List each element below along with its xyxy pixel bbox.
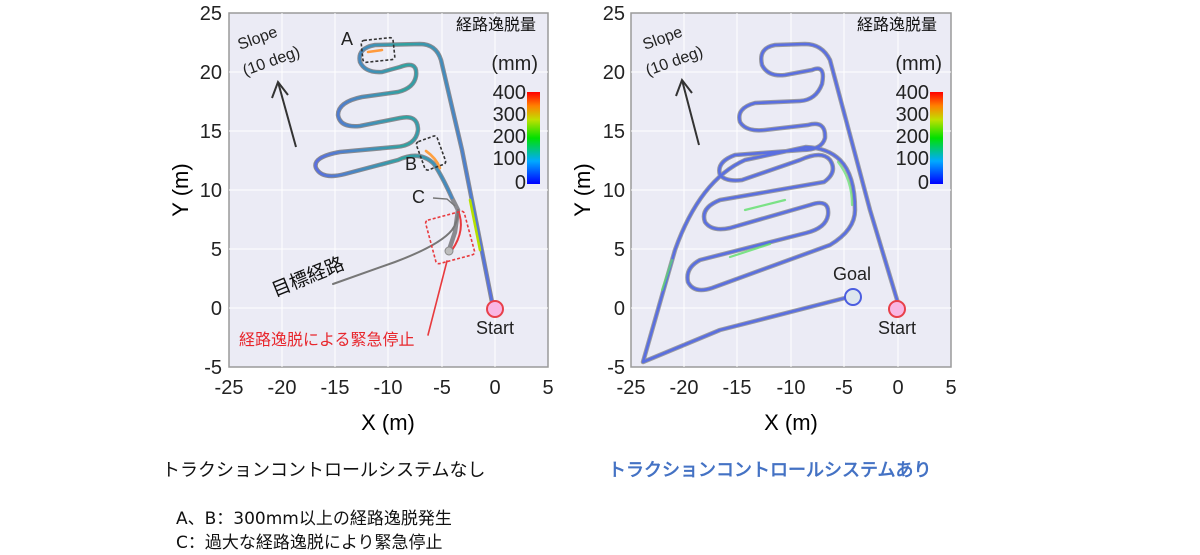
left-chart: 25 20 15 10 5 0 -5 -25 -20 -15 -10 -5 0 … [168, 3, 554, 435]
left-y-ticks: 25 20 15 10 5 0 -5 [200, 3, 222, 379]
figure: 25 20 15 10 5 0 -5 -25 -20 -15 -10 -5 0 … [168, 3, 957, 435]
svg-text:0: 0 [892, 377, 903, 399]
svg-text:0: 0 [489, 377, 500, 399]
svg-text:(mm): (mm) [895, 53, 942, 75]
slope-arrow-icon [271, 79, 297, 148]
svg-text:400: 400 [493, 82, 526, 104]
svg-text:5: 5 [614, 239, 625, 261]
slope-arrow-icon [675, 77, 700, 146]
svg-text:15: 15 [603, 121, 625, 143]
svg-text:-5: -5 [433, 377, 451, 399]
svg-text:25: 25 [200, 3, 222, 25]
start-label: Start [878, 318, 916, 338]
svg-text:-10: -10 [777, 377, 806, 399]
caption-with-tcs: トラクションコントロールシステムあり [608, 460, 932, 481]
note-c: C：過大な経路逸脱により緊急停止 [176, 533, 443, 553]
region-label-a: A [341, 29, 353, 49]
svg-text:-5: -5 [204, 357, 222, 379]
svg-text:100: 100 [493, 148, 526, 170]
notes: A、B：300mm以上の経路逸脱発生 C：過大な経路逸脱により緊急停止 [176, 507, 452, 555]
svg-text:25: 25 [603, 3, 625, 25]
svg-text:-25: -25 [215, 377, 244, 399]
svg-text:-25: -25 [617, 377, 646, 399]
region-label-c: C [412, 187, 425, 207]
svg-text:0: 0 [211, 298, 222, 320]
svg-text:-5: -5 [835, 377, 853, 399]
svg-text:-15: -15 [723, 377, 752, 399]
right-chart: 25 20 15 10 5 0 -5 -25 -20 -15 -10 -5 0 … [570, 3, 957, 435]
svg-text:-5: -5 [607, 357, 625, 379]
svg-text:経路逸脱量: 経路逸脱量 [857, 16, 937, 34]
start-marker [888, 300, 906, 318]
svg-text:0: 0 [515, 172, 526, 194]
left-trajectory [313, 41, 496, 336]
svg-text:-15: -15 [321, 377, 350, 399]
svg-text:5: 5 [945, 377, 956, 399]
svg-text:20: 20 [603, 62, 625, 84]
start-marker [486, 300, 504, 318]
svg-text:15: 15 [200, 121, 222, 143]
svg-text:-20: -20 [268, 377, 297, 399]
svg-text:200: 200 [896, 126, 929, 148]
right-y-label: Y (m) [570, 163, 595, 216]
svg-text:10: 10 [200, 180, 222, 202]
svg-text:100: 100 [896, 148, 929, 170]
region-label-b: B [405, 154, 417, 174]
svg-text:400: 400 [896, 82, 929, 104]
svg-text:-10: -10 [374, 377, 403, 399]
svg-text:300: 300 [493, 104, 526, 126]
svg-text:200: 200 [493, 126, 526, 148]
svg-text:5: 5 [211, 239, 222, 261]
left-x-label: X (m) [361, 410, 415, 435]
right-colorbar: 経路逸脱量 (mm) 400 300 200 100 0 [857, 16, 943, 194]
svg-text:10: 10 [603, 180, 625, 202]
left-y-label: Y (m) [168, 163, 193, 216]
svg-text:300: 300 [896, 104, 929, 126]
target-path [332, 209, 459, 285]
emergency-stop-label: 経路逸脱による緊急停止 [239, 331, 415, 349]
start-label: Start [476, 318, 514, 338]
right-x-ticks: -25 -20 -15 -10 -5 0 5 [617, 377, 957, 399]
note-ab: A、B：300mm以上の経路逸脱発生 [176, 509, 452, 529]
svg-text:20: 20 [200, 62, 222, 84]
left-colorbar: 経路逸脱量 (mm) 400 300 200 100 0 [456, 16, 540, 194]
right-x-label: X (m) [764, 410, 818, 435]
svg-text:(mm): (mm) [491, 53, 538, 75]
right-y-ticks: 25 20 15 10 5 0 -5 [603, 3, 625, 379]
right-trajectory [640, 41, 901, 365]
goal-marker [844, 288, 862, 306]
svg-text:0: 0 [614, 298, 625, 320]
svg-text:-20: -20 [670, 377, 699, 399]
caption-without-tcs: トラクションコントロールシステムなし [162, 460, 486, 481]
left-region-boxes [360, 36, 476, 265]
left-x-ticks: -25 -20 -15 -10 -5 0 5 [215, 377, 554, 399]
svg-text:5: 5 [542, 377, 553, 399]
svg-text:経路逸脱量: 経路逸脱量 [456, 16, 536, 34]
left-grid [229, 13, 548, 367]
goal-label: Goal [833, 264, 871, 284]
svg-text:0: 0 [918, 172, 929, 194]
